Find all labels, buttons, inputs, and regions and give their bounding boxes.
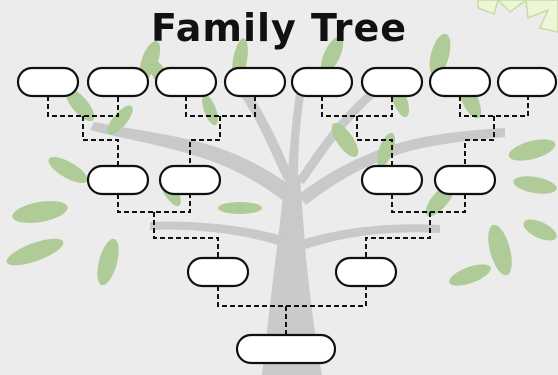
connector-gen0-d — [459, 96, 529, 117]
connector-gen2 — [217, 286, 367, 307]
leaf — [331, 122, 359, 158]
name-box-great-grandparent-8[interactable] — [496, 66, 558, 98]
connector-gen0-a — [47, 96, 119, 117]
leaf — [523, 219, 557, 241]
name-box-great-grandparent-2[interactable] — [86, 66, 150, 98]
name-box-great-grandparent-5[interactable] — [290, 66, 354, 98]
connectors — [47, 96, 529, 335]
leaf — [97, 238, 119, 286]
leaf — [488, 224, 512, 276]
name-box-parent-1[interactable] — [186, 256, 250, 288]
tree-branch-lower-right — [302, 224, 440, 249]
name-box-great-grandparent-4[interactable] — [223, 66, 287, 98]
leaf — [65, 88, 95, 122]
leaf — [508, 139, 556, 161]
leaf — [429, 33, 451, 77]
starburst-decoration — [477, 0, 558, 33]
name-box-grandparent-1[interactable] — [86, 164, 150, 196]
name-box-grandparent-2[interactable] — [158, 164, 222, 196]
name-box-parent-2[interactable] — [334, 256, 398, 288]
connector-gen0-b — [185, 96, 256, 117]
leaf — [107, 105, 133, 135]
connector-gen0-a-stem — [82, 116, 119, 166]
tree-branch-upper-left — [240, 90, 292, 180]
connector-gen1-right-stem — [365, 212, 431, 258]
tree-branch-left — [90, 122, 290, 200]
leaf — [376, 132, 396, 168]
connector-gen0-d-stem — [464, 116, 495, 166]
leaf — [320, 36, 344, 74]
name-box-great-grandparent-1[interactable] — [16, 66, 80, 98]
connector-gen0-c — [321, 96, 393, 117]
leaf — [202, 94, 218, 126]
leaf — [139, 41, 161, 79]
connector-gen0-b-stem — [189, 116, 221, 166]
name-boxes — [16, 66, 558, 365]
connector-gen1-left — [117, 194, 191, 213]
name-box-great-grandparent-6[interactable] — [360, 66, 424, 98]
page-title: Family Tree — [150, 6, 408, 50]
leaf — [6, 238, 64, 266]
name-box-self[interactable] — [235, 333, 337, 365]
name-box-grandparent-4[interactable] — [433, 164, 497, 196]
tree-branch-right — [298, 128, 505, 205]
tree-branch-lower-left — [150, 221, 282, 245]
tree-leaves — [6, 33, 557, 286]
tree-illustration — [6, 33, 557, 375]
connector-gen1-right — [391, 194, 466, 213]
name-box-great-grandparent-7[interactable] — [428, 66, 492, 98]
tree-trunk — [262, 175, 322, 375]
leaf — [513, 176, 557, 194]
leaf — [48, 157, 88, 183]
connector-gen1-left-stem — [153, 212, 219, 258]
name-box-grandparent-3[interactable] — [360, 164, 424, 196]
name-box-great-grandparent-3[interactable] — [154, 66, 218, 98]
leaf — [218, 202, 262, 214]
connector-gen0-c-stem — [356, 116, 393, 166]
leaf — [12, 201, 68, 223]
leaf — [449, 264, 491, 286]
